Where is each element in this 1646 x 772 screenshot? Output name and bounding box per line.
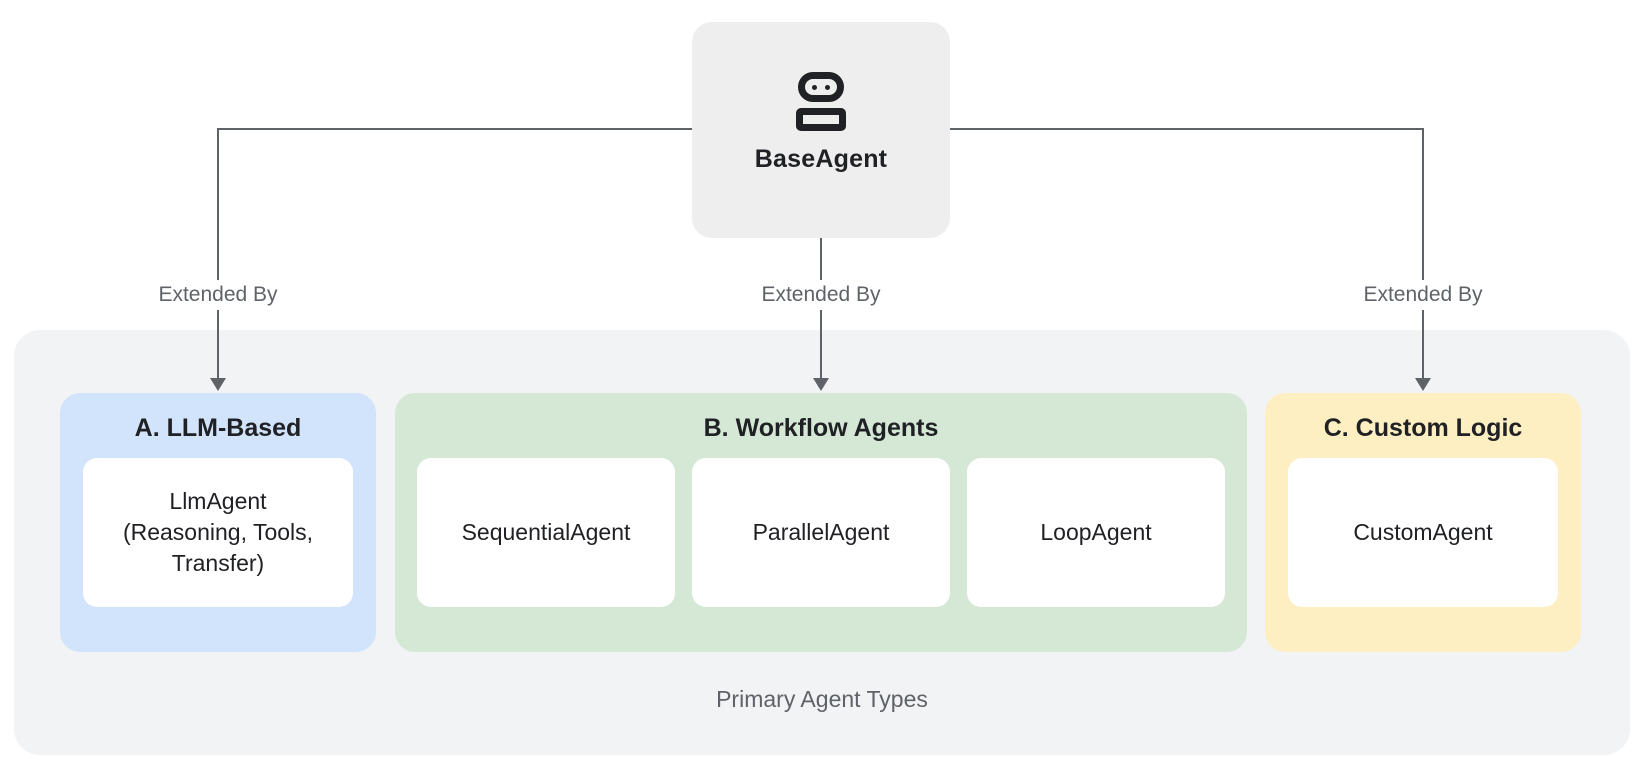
agent-card-llmagent: LlmAgent (Reasoning, Tools, Transfer)	[83, 458, 353, 607]
diagram-caption: Primary Agent Types	[716, 686, 928, 712]
edge-label-right: Extended By	[1354, 280, 1492, 310]
agent-card-parallelagent: ParallelAgent	[692, 458, 950, 607]
arrowhead-center-icon	[813, 378, 829, 391]
group-title-llm-based: A. LLM-Based	[134, 414, 302, 442]
primary-agent-types-panel: A. LLM-Based LlmAgent (Reasoning, Tools,…	[14, 330, 1630, 755]
agent-card-customagent: CustomAgent	[1288, 458, 1558, 607]
connector-branch-right	[1422, 128, 1424, 378]
agent-card-loopagent: LoopAgent	[967, 458, 1225, 607]
base-agent-node: BaseAgent	[692, 22, 950, 238]
edge-label-left: Extended By	[149, 280, 287, 310]
group-workflow-agents: B. Workflow Agents SequentialAgent Paral…	[395, 393, 1247, 652]
group-title-custom-logic: C. Custom Logic	[1323, 414, 1523, 442]
agent-card-sequentialagent: SequentialAgent	[417, 458, 675, 607]
group-llm-based: A. LLM-Based LlmAgent (Reasoning, Tools,…	[60, 393, 376, 652]
arrowhead-right-icon	[1415, 378, 1431, 391]
base-agent-label: BaseAgent	[754, 145, 888, 173]
robot-icon	[796, 72, 846, 131]
robot-head	[798, 72, 844, 102]
robot-eye-right	[825, 84, 830, 90]
edge-label-center: Extended By	[752, 280, 890, 310]
arrowhead-left-icon	[210, 378, 226, 391]
group-title-workflow-agents: B. Workflow Agents	[703, 414, 939, 442]
robot-eye-left	[812, 84, 817, 90]
robot-body	[796, 108, 846, 131]
connector-branch-left	[217, 128, 219, 378]
group-custom-logic: C. Custom Logic CustomAgent	[1265, 393, 1581, 652]
